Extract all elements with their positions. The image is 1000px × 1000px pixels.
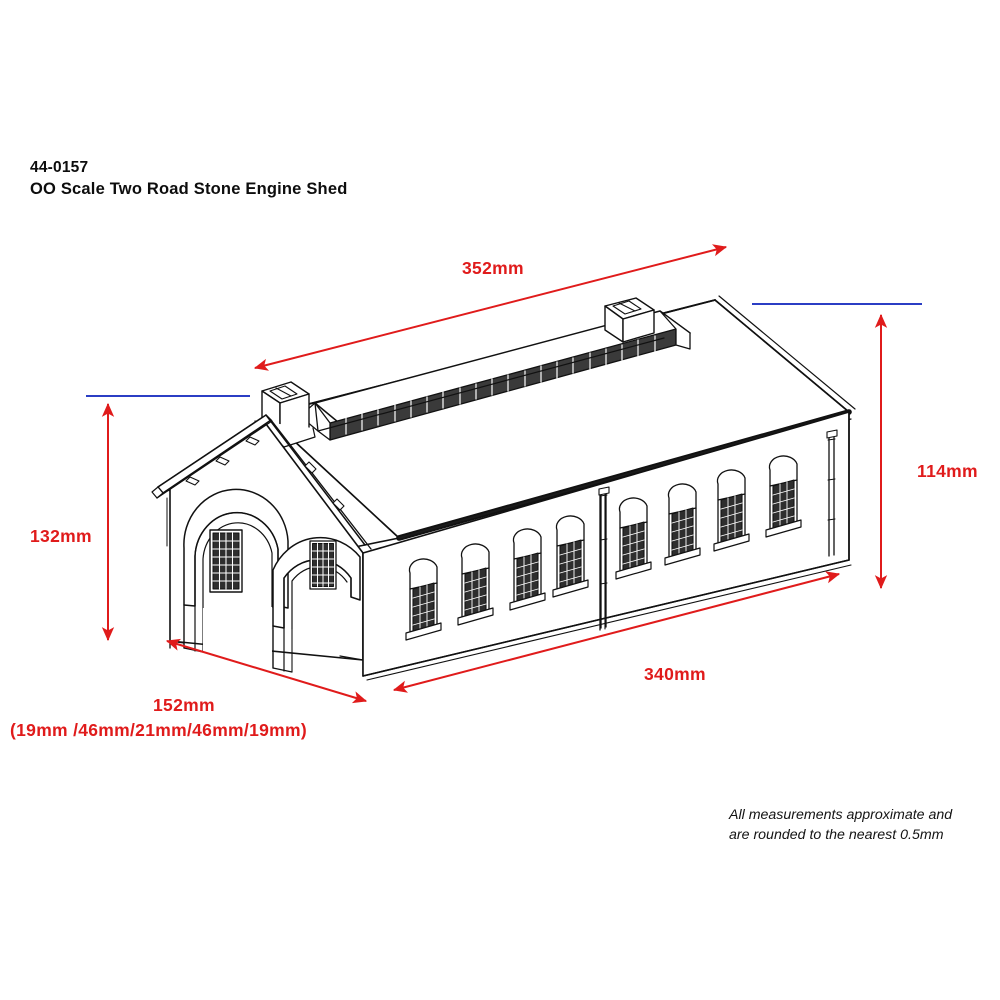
dimension-label-gable-width: 152mm [153, 695, 215, 715]
page-title: OO Scale Two Road Stone Engine Shed [30, 180, 348, 198]
dimension-arrow-gable-width [165, 638, 368, 704]
footnote-line-1: All measurements approximate and [729, 807, 953, 823]
gable-window-right [309, 540, 337, 590]
engine-shed-model [151, 295, 856, 681]
extension-lines [86, 302, 922, 398]
dimension-arrow-side-length [392, 571, 841, 693]
dimension-arrow-roof-length [253, 244, 728, 371]
measurement-footnote: All measurements approximate and are rou… [729, 805, 989, 845]
rear-chimney [604, 297, 655, 343]
dimension-labels: 352mm 132mm 114mm 152mm (19mm /46mm/21mm… [10, 258, 978, 740]
dimension-label-front-height: 132mm [30, 526, 92, 546]
product-code: 44-0157 [30, 159, 89, 176]
side-window [713, 469, 750, 552]
gable-window-left [209, 529, 243, 593]
side-window [765, 455, 802, 538]
dimension-label-rear-height: 114mm [917, 461, 978, 481]
dimension-label-gable-width-breakdown: (19mm /46mm/21mm/46mm/19mm) [10, 720, 307, 740]
downpipe-right [826, 429, 838, 557]
dimension-label-roof-length: 352mm [462, 258, 524, 278]
dimension-label-side-length: 340mm [644, 664, 706, 684]
footnote-line-2: are rounded to the nearest 0.5mm [729, 827, 944, 844]
dimension-arrows [101, 244, 888, 704]
side-window [664, 483, 701, 566]
